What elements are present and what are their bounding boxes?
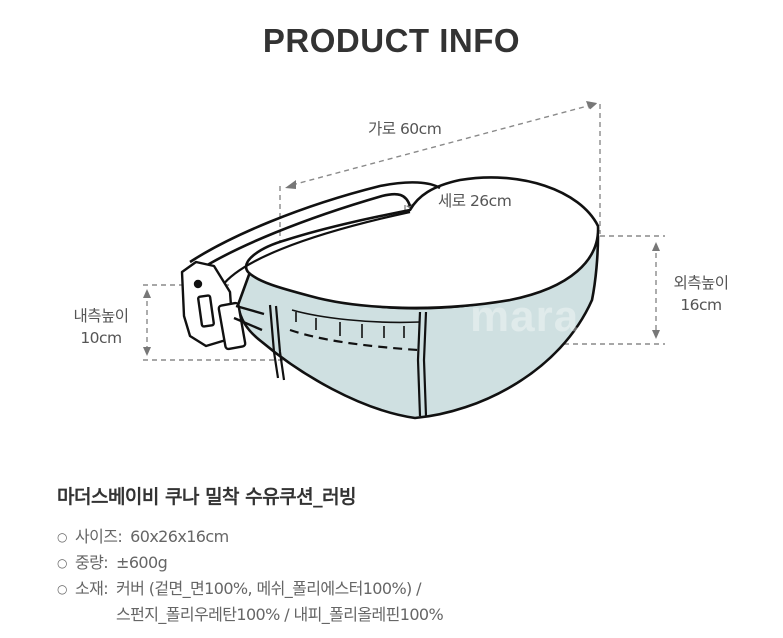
page-title: PRODUCT INFO: [262, 22, 521, 59]
width-dimension-label: 가로 60cm: [368, 120, 442, 138]
outer-height-label-line1: 외측높이: [673, 274, 729, 292]
spec-item-weight: ○ 중량: ±600g: [57, 550, 443, 576]
cushion-seams: [268, 304, 428, 417]
product-illustration: mara 가로 60cm 세로 26cm 외측높이 16cm 내측높이 10cm: [64, 101, 736, 420]
cushion-body: [189, 176, 600, 420]
depth-dimension-label: 세로 26cm: [438, 192, 512, 210]
spec-values: 커버 (겉면_면100%, 메쉬_폴리에스터100%) / 스펀지_폴리우레탄1…: [116, 576, 444, 628]
product-name: 마더스베이비 쿠나 밀착 수유쿠션_러빙: [57, 486, 357, 508]
circle-bullet-icon: ○: [57, 582, 67, 596]
spec-value: 60x26x16cm: [130, 527, 229, 546]
spec-item-material: ○ 소재: 커버 (겉면_면100%, 메쉬_폴리에스터100%) / 스펀지_…: [57, 576, 444, 628]
spec-item-size: ○ 사이즈: 60x26x16cm: [57, 524, 443, 550]
spec-values: ±600g: [116, 550, 168, 576]
outer-height-label-line2: 16cm: [680, 296, 722, 314]
spec-value: ±600g: [116, 553, 168, 572]
inner-height-dimension-label: 내측높이 10cm: [64, 305, 138, 349]
spec-key: 중량:: [75, 553, 109, 572]
spec-values: 60x26x16cm: [130, 524, 229, 550]
spec-value: 커버 (겉면_면100%, 메쉬_폴리에스터100%) /: [116, 579, 422, 598]
outer-height-dimension-label: 외측높이 16cm: [666, 272, 736, 316]
buckle: [180, 260, 265, 351]
spec-list: ○ 사이즈: 60x26x16cm ○ 중량: ±600g ○ 소재: 커버 (…: [57, 524, 444, 628]
inner-height-label-line1: 내측높이: [73, 307, 129, 325]
nursing-cushion-drawing: [143, 101, 665, 420]
spec-key: 사이즈:: [75, 527, 123, 546]
inner-height-label-line2: 10cm: [80, 329, 122, 347]
spec-value: 스펀지_폴리우레탄100% / 내피_폴리올레핀100%: [116, 605, 444, 624]
spec-key: 소재:: [75, 579, 109, 598]
circle-bullet-icon: ○: [57, 556, 67, 570]
watermark: mara: [470, 292, 580, 341]
circle-bullet-icon: ○: [57, 530, 67, 544]
